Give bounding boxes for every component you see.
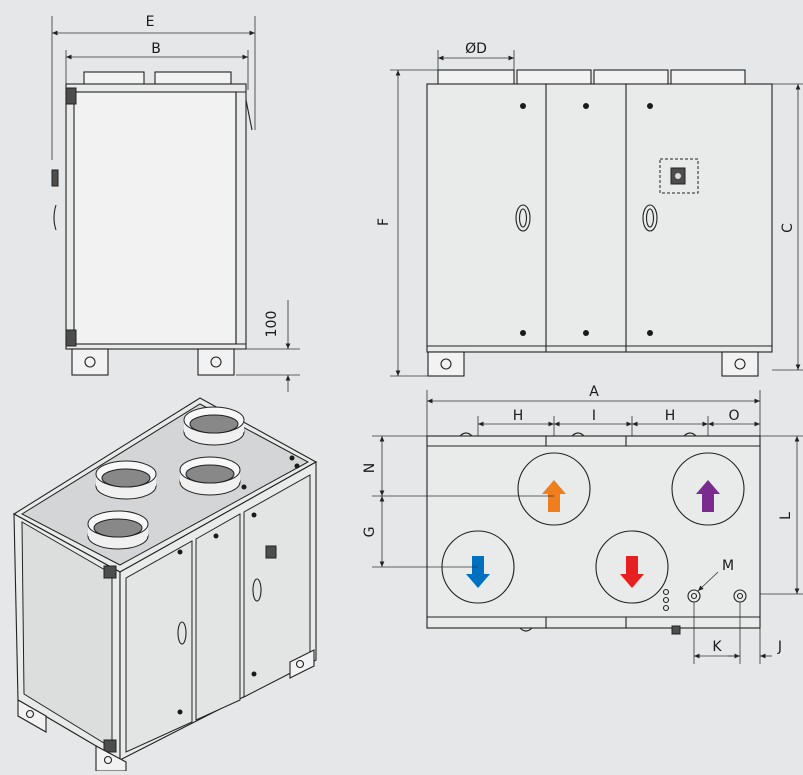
- iso-foot-left: [17, 699, 47, 733]
- port-top-right: [671, 452, 745, 526]
- label-j: J: [777, 639, 782, 655]
- label-e: E: [146, 14, 155, 30]
- label-a: A: [589, 384, 599, 400]
- side-view: E B 100: [51, 14, 300, 392]
- side-foot-right: [197, 348, 235, 376]
- front-foot-left: [427, 351, 465, 377]
- iso-duct-front: [87, 510, 149, 550]
- iso-foot-right: [289, 649, 315, 679]
- side-latch: [51, 169, 59, 187]
- label-k: K: [712, 639, 722, 655]
- label-g: G: [362, 527, 378, 538]
- label-o: O: [728, 408, 739, 424]
- iso-duct-top-right: [183, 406, 245, 446]
- top-view: A H I H O N: [362, 384, 803, 664]
- leader-m: [697, 571, 719, 592]
- front-handle-right: [642, 204, 658, 232]
- isometric-view: [12, 397, 318, 772]
- iso-control-switch: [265, 545, 277, 559]
- front-handle-left: [515, 204, 531, 232]
- label-i: I: [592, 408, 596, 424]
- port-bottom-right: [595, 530, 669, 604]
- label-od: ØD: [465, 41, 487, 57]
- control-box-outline: [659, 158, 699, 194]
- label-h1: H: [513, 408, 524, 424]
- label-f: F: [376, 218, 392, 226]
- iso-duct-mid-left: [95, 460, 157, 500]
- arrow-red-down: [620, 556, 644, 588]
- label-n: N: [362, 463, 378, 473]
- side-handle-bump: [53, 204, 57, 231]
- label-m: M: [722, 558, 734, 574]
- front-view: ØD F: [376, 41, 803, 377]
- iso-handle-right: [252, 578, 262, 602]
- side-foot-left: [71, 348, 109, 376]
- label-h2: H: [665, 408, 676, 424]
- label-l: L: [778, 512, 794, 520]
- iso-duct-mid-right: [179, 456, 241, 496]
- port-top-left: [517, 452, 591, 526]
- label-100: 100: [264, 311, 280, 338]
- hinge-top: [65, 87, 77, 105]
- front-casing: [426, 83, 773, 353]
- front-foot-right: [721, 351, 759, 377]
- arrow-blue-down: [466, 556, 490, 588]
- label-b: B: [151, 41, 161, 57]
- arrow-purple-up: [696, 480, 720, 512]
- label-c: C: [780, 223, 796, 233]
- top-casing: [426, 435, 761, 629]
- hinge-bottom: [65, 329, 77, 347]
- iso-handle-left: [177, 621, 187, 645]
- side-door-panel: [73, 91, 237, 345]
